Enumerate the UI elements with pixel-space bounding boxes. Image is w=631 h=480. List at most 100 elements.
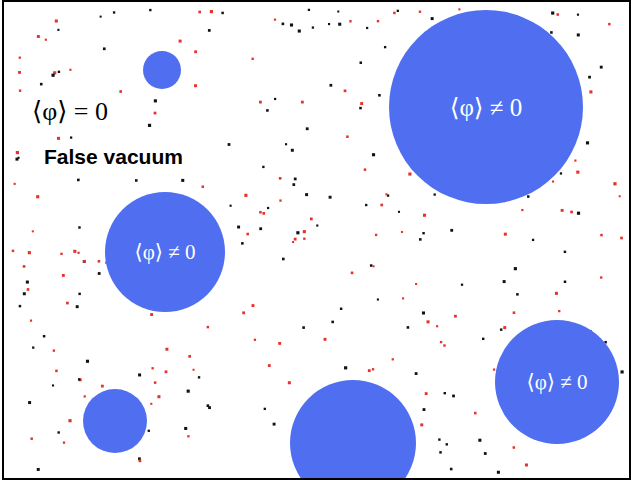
particle <box>221 12 223 14</box>
bubble <box>290 380 416 478</box>
particle <box>103 47 106 50</box>
particle <box>378 94 381 97</box>
particle <box>570 211 573 214</box>
particle <box>303 238 305 240</box>
particle <box>384 46 386 48</box>
particle <box>32 230 34 232</box>
particle <box>525 463 528 466</box>
particle <box>385 193 387 195</box>
particle <box>267 207 269 209</box>
particle <box>439 451 441 453</box>
bubble-circle <box>105 192 225 312</box>
particle <box>576 171 579 174</box>
particle <box>237 226 240 229</box>
particle <box>364 168 367 171</box>
particle <box>450 229 453 232</box>
particle <box>282 258 285 261</box>
particle <box>194 50 197 53</box>
particle <box>78 293 80 295</box>
particle <box>165 370 168 373</box>
particle <box>425 392 428 395</box>
particle <box>340 308 342 310</box>
bubble <box>83 389 147 453</box>
particle <box>302 326 305 329</box>
particle <box>331 321 334 324</box>
particle <box>37 468 40 471</box>
particle <box>207 326 209 328</box>
particle <box>431 17 434 20</box>
particle <box>198 11 201 14</box>
particle <box>282 23 285 26</box>
particle <box>23 265 26 268</box>
particle <box>329 84 332 87</box>
particle <box>165 348 168 351</box>
particle <box>149 9 151 11</box>
particle <box>450 468 453 471</box>
particle <box>135 179 138 182</box>
particle <box>513 311 516 314</box>
particle <box>274 19 276 21</box>
particle <box>138 373 141 376</box>
particle <box>45 39 47 41</box>
bubble-content: ⟨φ⟩ ≠ 0 <box>105 192 225 312</box>
particle <box>298 29 301 32</box>
particle <box>139 459 142 462</box>
true-vacuum-bubble: ⟨φ⟩ ≠ 0 <box>389 10 583 204</box>
particle <box>402 297 404 299</box>
particle <box>70 136 72 138</box>
particle <box>187 435 189 437</box>
particle <box>324 338 327 341</box>
particle <box>370 264 373 267</box>
particle <box>26 281 29 284</box>
particle <box>561 209 564 212</box>
particle <box>251 58 253 60</box>
particle <box>252 304 255 307</box>
particle <box>380 204 383 207</box>
particle <box>301 101 304 104</box>
particle <box>504 233 507 236</box>
particle <box>436 325 438 327</box>
particle <box>360 61 363 64</box>
particle <box>194 84 197 87</box>
particle <box>68 419 71 422</box>
particle <box>55 19 58 22</box>
particle <box>408 172 411 175</box>
particle <box>259 211 262 214</box>
plain-bubbles <box>83 51 416 478</box>
particle <box>51 74 54 77</box>
particle <box>273 423 276 426</box>
particle <box>30 437 32 439</box>
particle <box>12 250 14 252</box>
particle <box>600 276 602 278</box>
particle <box>552 180 554 182</box>
particle <box>154 99 157 102</box>
particle <box>37 35 40 38</box>
particle <box>84 395 86 397</box>
particle <box>577 212 580 215</box>
particle <box>69 69 71 71</box>
particle <box>555 292 558 295</box>
particle <box>193 369 195 371</box>
particle <box>440 341 442 343</box>
particle <box>262 212 265 215</box>
particle <box>228 143 231 146</box>
particle <box>312 26 314 28</box>
particle <box>375 234 377 236</box>
particle <box>230 205 232 207</box>
particle <box>18 157 20 159</box>
particle <box>558 310 560 312</box>
particle <box>613 182 616 185</box>
particle <box>550 31 553 34</box>
particle <box>444 392 446 394</box>
particle <box>407 326 410 329</box>
particle <box>415 372 418 375</box>
particle <box>484 452 487 455</box>
particle <box>274 98 276 100</box>
particle <box>344 366 347 369</box>
particle <box>560 172 562 174</box>
particle <box>423 408 426 411</box>
particle <box>36 195 39 198</box>
particle <box>419 238 422 241</box>
particle <box>423 214 426 217</box>
particle <box>392 358 394 360</box>
